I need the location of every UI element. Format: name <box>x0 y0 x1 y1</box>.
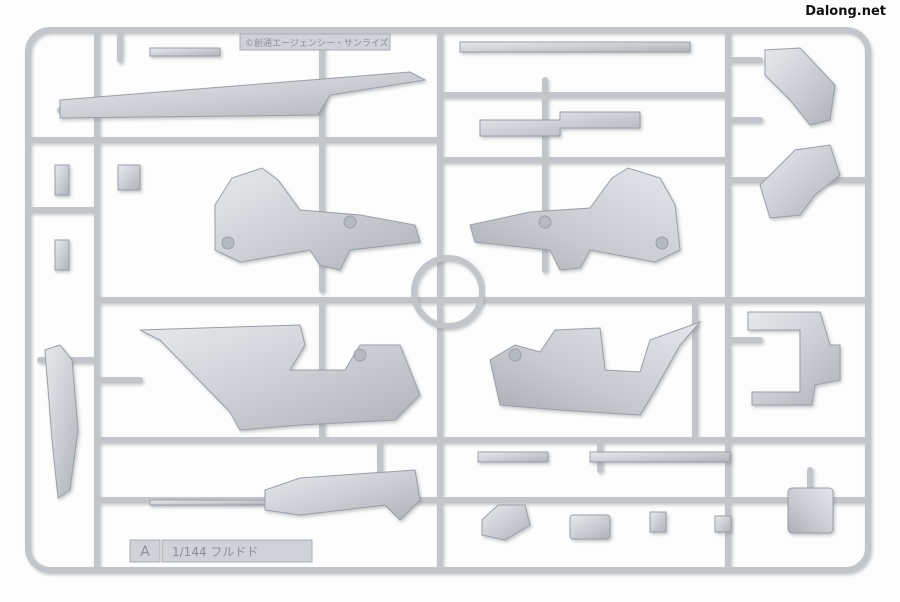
part-lower-right-half <box>489 320 702 416</box>
part-small-bottom-4 <box>714 515 732 533</box>
watermark-text: Dalong.net <box>805 4 886 19</box>
part-claw-top <box>764 47 836 126</box>
part-claw-mid <box>759 144 841 219</box>
part-block <box>787 487 834 534</box>
part-pin-left-2 <box>54 239 70 271</box>
part-bracket <box>747 311 841 406</box>
part-upper-left-half <box>214 167 421 271</box>
part-upper-right-half <box>469 167 681 271</box>
part-strip-2 <box>589 451 731 463</box>
part-small-bottom-2 <box>569 514 611 540</box>
part-pin-left-1 <box>54 164 70 196</box>
part-nose <box>264 469 421 521</box>
runner-letter: A <box>140 544 150 560</box>
kit-parts <box>44 41 841 541</box>
part-rod-bottom <box>149 499 266 506</box>
part-long-rail <box>59 71 427 119</box>
part-lower-left-half <box>139 324 421 431</box>
copyright-text: ©創通エージェンシー・サンライズ <box>245 37 389 49</box>
runner-id-tag: A 1/144 フルドド <box>129 539 313 563</box>
part-rifle <box>479 111 641 137</box>
runner-kit-name: 1/144 フルドド <box>172 545 258 559</box>
copyright-tag: ©創通エージェンシー・サンライズ <box>239 33 391 51</box>
central-ring <box>411 255 485 329</box>
part-pin-top <box>149 47 221 57</box>
part-small-bottom-3 <box>649 511 667 533</box>
part-clip <box>117 164 141 191</box>
part-small-bottom-1 <box>481 504 531 541</box>
part-strip-1 <box>477 451 549 463</box>
part-bar-top-right <box>459 41 691 53</box>
part-blade <box>44 344 79 499</box>
